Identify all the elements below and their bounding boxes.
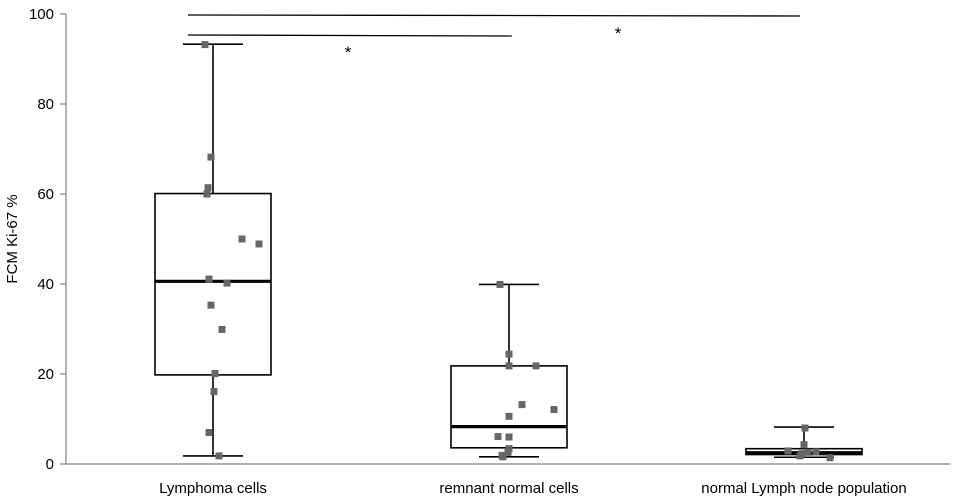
data-point xyxy=(201,41,209,49)
box-1 xyxy=(154,41,272,460)
box-2 xyxy=(450,280,568,461)
box-3 xyxy=(745,424,863,462)
data-point xyxy=(203,190,211,198)
significance-label-2: * xyxy=(615,24,622,43)
data-point xyxy=(205,429,213,436)
significance-label-1: * xyxy=(345,43,352,62)
data-point xyxy=(205,275,213,283)
y-tick-group: 0 20 40 60 80 100 xyxy=(29,6,66,473)
y-tick-label: 0 xyxy=(46,456,54,473)
data-point xyxy=(504,448,512,456)
data-point xyxy=(505,350,513,358)
box-group xyxy=(154,41,863,462)
data-point xyxy=(801,424,809,432)
data-point xyxy=(223,279,231,287)
y-axis-title: FCM Ki-67 % xyxy=(4,194,21,283)
data-point xyxy=(826,454,834,462)
data-point xyxy=(518,401,526,409)
data-point xyxy=(532,362,540,370)
y-tick-label: 20 xyxy=(37,366,54,383)
y-tick-label: 40 xyxy=(37,276,54,293)
significance-bracket-2 xyxy=(187,14,801,17)
data-point xyxy=(804,448,812,456)
data-point xyxy=(255,240,263,248)
data-point xyxy=(218,325,226,333)
data-point xyxy=(204,184,212,192)
data-point xyxy=(796,452,804,460)
data-point xyxy=(505,362,513,370)
significance-group: ** xyxy=(187,14,801,62)
y-tick-label: 100 xyxy=(29,6,54,23)
significance-bracket-1 xyxy=(187,34,513,37)
data-point xyxy=(499,453,507,461)
iqr-box xyxy=(154,192,272,376)
category-label: Lymphoma cells xyxy=(159,480,267,497)
data-point xyxy=(494,433,502,441)
category-label-group: Lymphoma cells remnant normal cells normal… xyxy=(159,480,907,497)
data-point xyxy=(215,452,223,460)
data-point xyxy=(211,370,219,378)
data-point xyxy=(505,412,513,420)
data-point xyxy=(784,447,792,455)
data-point xyxy=(210,388,218,396)
data-point xyxy=(505,433,513,441)
data-point xyxy=(550,406,558,414)
y-tick-label: 80 xyxy=(37,96,54,113)
data-point xyxy=(207,301,215,309)
category-label: normal Lymph node population xyxy=(701,480,906,497)
data-point xyxy=(812,448,820,456)
category-label: remnant normal cells xyxy=(439,480,578,497)
data-point xyxy=(238,235,246,243)
data-point xyxy=(207,153,215,161)
data-point xyxy=(505,445,513,453)
data-point xyxy=(800,441,808,449)
y-tick-label: 60 xyxy=(37,186,54,203)
data-point xyxy=(496,280,504,288)
